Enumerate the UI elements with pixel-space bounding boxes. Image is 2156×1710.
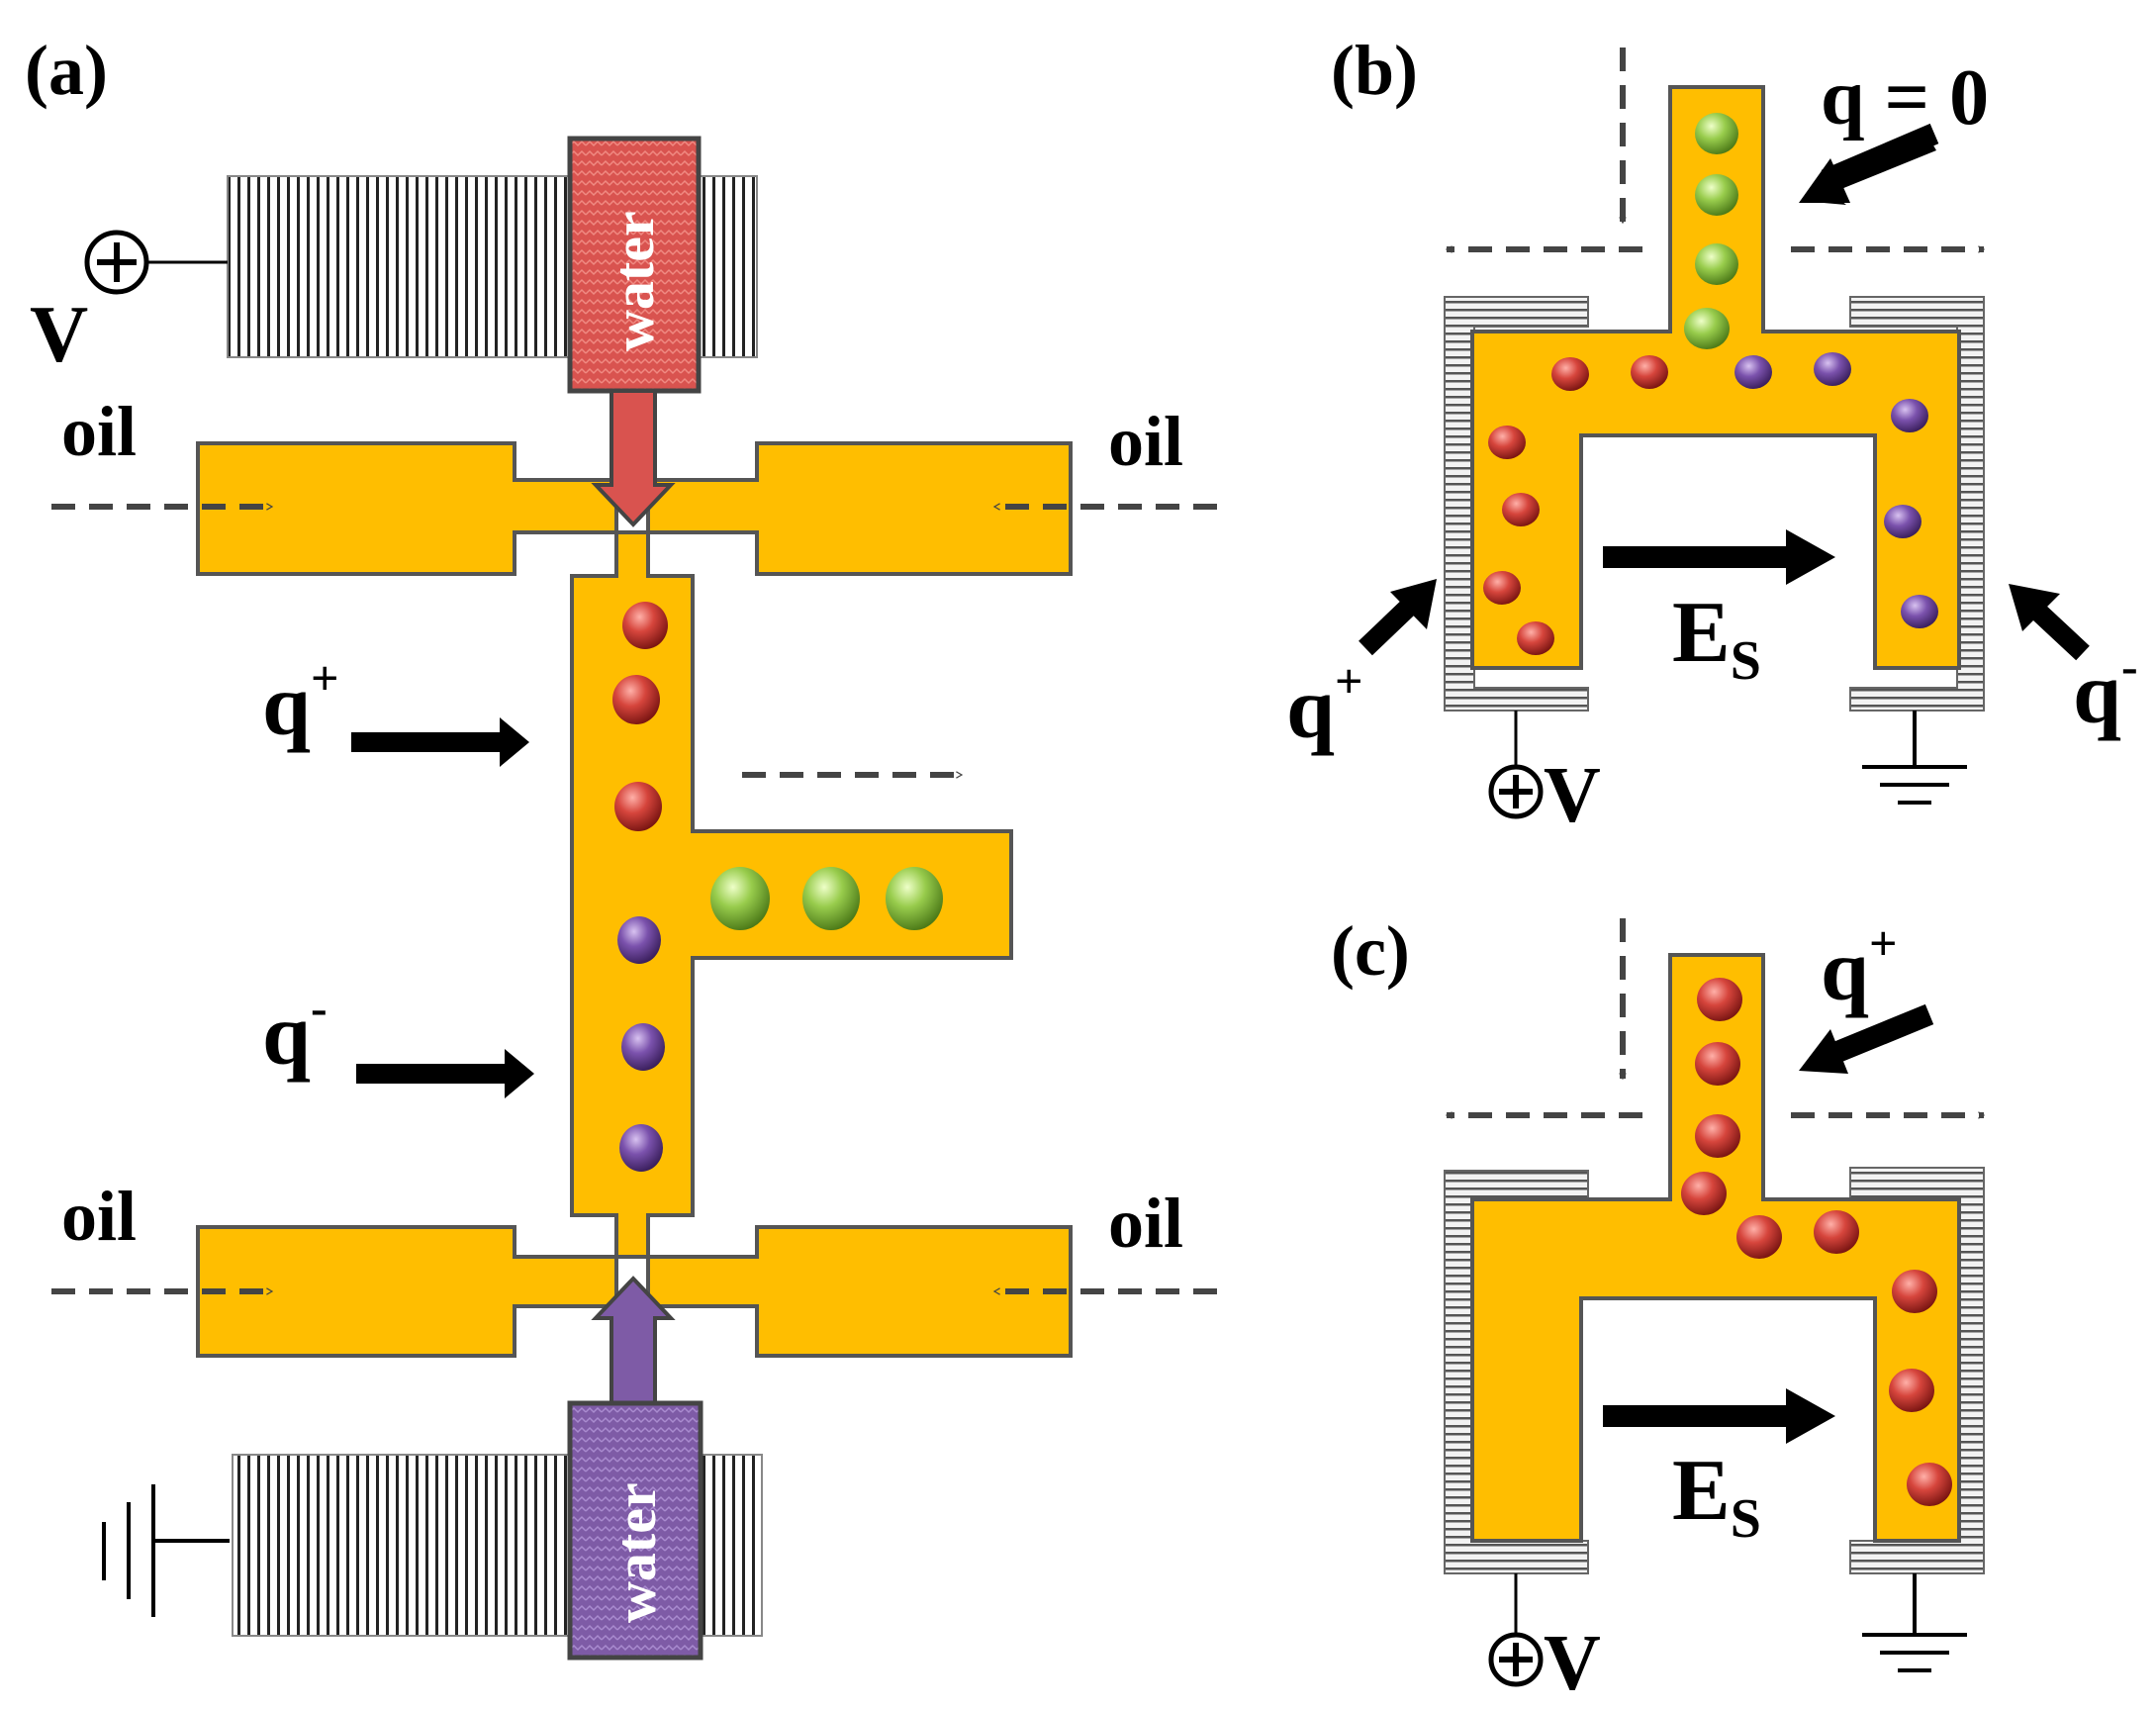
droplet-neutral xyxy=(802,867,860,930)
channel-network-a xyxy=(196,441,1073,1358)
ground-icon xyxy=(1862,1573,1967,1672)
droplets-b xyxy=(1483,113,1938,655)
channel-b xyxy=(1470,85,1961,670)
droplet-negative xyxy=(1884,505,1922,538)
droplet-positive xyxy=(1517,621,1554,655)
droplet-positive xyxy=(1551,357,1589,391)
panel-b: (b) q = 0 xyxy=(1286,31,2138,839)
charge-arrow-positive-b xyxy=(1359,598,1417,656)
charge-arrow-negative-b-head xyxy=(2009,584,2060,631)
charge-arrow-negative-b xyxy=(2031,604,2090,661)
oil-label-top-left: oil xyxy=(61,392,137,471)
voltage-label-a: V xyxy=(30,289,88,379)
ground-icon xyxy=(102,1484,230,1617)
oil-label-bottom-right: oil xyxy=(1108,1184,1183,1263)
field-arrow-b xyxy=(1603,529,1835,585)
charge-arrow-positive-c-head xyxy=(1799,1029,1848,1074)
droplet-positive xyxy=(1907,1463,1952,1506)
droplet-neutral xyxy=(1695,113,1738,154)
panel-c: (c) q+ ES xyxy=(1331,911,1986,1707)
charge-arrow-positive-b-head xyxy=(1390,579,1437,629)
panel-a: (a) V w xyxy=(25,31,1217,1661)
neutral-label-b: q = 0 xyxy=(1821,54,1989,142)
droplet-negative xyxy=(621,1023,665,1071)
voltage-label-c: V xyxy=(1544,1620,1601,1705)
oil-label-bottom-left: oil xyxy=(61,1177,137,1256)
panel-b-label: (b) xyxy=(1331,31,1418,110)
field-label-c: ES xyxy=(1672,1443,1761,1550)
droplet-positive xyxy=(612,675,660,724)
droplet-positive xyxy=(1502,493,1540,526)
neutral-arrow-shaft xyxy=(1821,123,1939,191)
droplet-neutral xyxy=(886,867,943,930)
panel-a-label: (a) xyxy=(25,31,108,110)
positive-terminal-icon xyxy=(1488,1632,1544,1687)
water-inlet-top: water xyxy=(567,136,702,527)
droplet-positive xyxy=(614,782,662,831)
droplet-negative xyxy=(619,1124,663,1172)
droplet-neutral xyxy=(710,867,770,930)
droplets-a xyxy=(612,602,943,1172)
droplet-neutral xyxy=(1684,308,1730,349)
charge-label-positive-a: q+ xyxy=(262,650,529,767)
charge-arrow-positive-c xyxy=(1821,1003,1934,1068)
droplet-negative xyxy=(1901,595,1938,628)
ground-icon xyxy=(1862,711,1967,805)
water-label-top: water xyxy=(602,211,666,351)
charge-label-negative-b: q- xyxy=(2073,638,2138,742)
droplet-positive xyxy=(1814,1210,1859,1254)
droplet-neutral xyxy=(1695,174,1738,216)
droplet-positive xyxy=(1681,1172,1727,1215)
svg-text:q-: q- xyxy=(262,980,328,1084)
droplet-negative xyxy=(1814,352,1851,386)
panel-c-label: (c) xyxy=(1331,911,1410,991)
droplets-c xyxy=(1681,978,1952,1506)
flow-arrow-icon xyxy=(1445,48,1986,253)
positive-terminal-icon xyxy=(84,230,149,295)
droplet-negative xyxy=(1891,399,1928,432)
charge-label-negative-a: q- xyxy=(262,980,534,1098)
droplet-positive xyxy=(1631,355,1668,389)
droplet-positive xyxy=(622,602,668,649)
charge-label-positive-c: q+ xyxy=(1821,915,1897,1019)
water-label-bottom: water xyxy=(604,1482,668,1623)
droplet-positive xyxy=(1488,426,1526,459)
droplet-positive xyxy=(1483,571,1521,605)
field-arrow-c xyxy=(1603,1388,1835,1444)
field-label-b: ES xyxy=(1672,585,1761,692)
positive-terminal-icon xyxy=(1488,764,1544,819)
droplet-negative xyxy=(1734,355,1772,389)
droplet-positive xyxy=(1736,1215,1782,1259)
droplet-positive xyxy=(1697,978,1742,1021)
svg-text:q+: q+ xyxy=(262,650,338,754)
droplet-negative xyxy=(617,916,661,964)
neutral-arrow-head xyxy=(1799,158,1850,203)
droplet-neutral xyxy=(1695,243,1738,285)
droplet-positive xyxy=(1892,1270,1937,1313)
charge-label-positive-b: q+ xyxy=(1286,653,1362,757)
flow-arrow-icon xyxy=(1445,918,1986,1119)
oil-label-top-right: oil xyxy=(1108,402,1183,481)
voltage-label-b: V xyxy=(1544,752,1601,839)
droplet-positive xyxy=(1695,1114,1740,1158)
droplet-positive xyxy=(1695,1042,1740,1086)
channel-c xyxy=(1470,953,1961,1543)
droplet-positive xyxy=(1889,1369,1934,1412)
water-inlet-bottom: water xyxy=(567,1276,703,1661)
